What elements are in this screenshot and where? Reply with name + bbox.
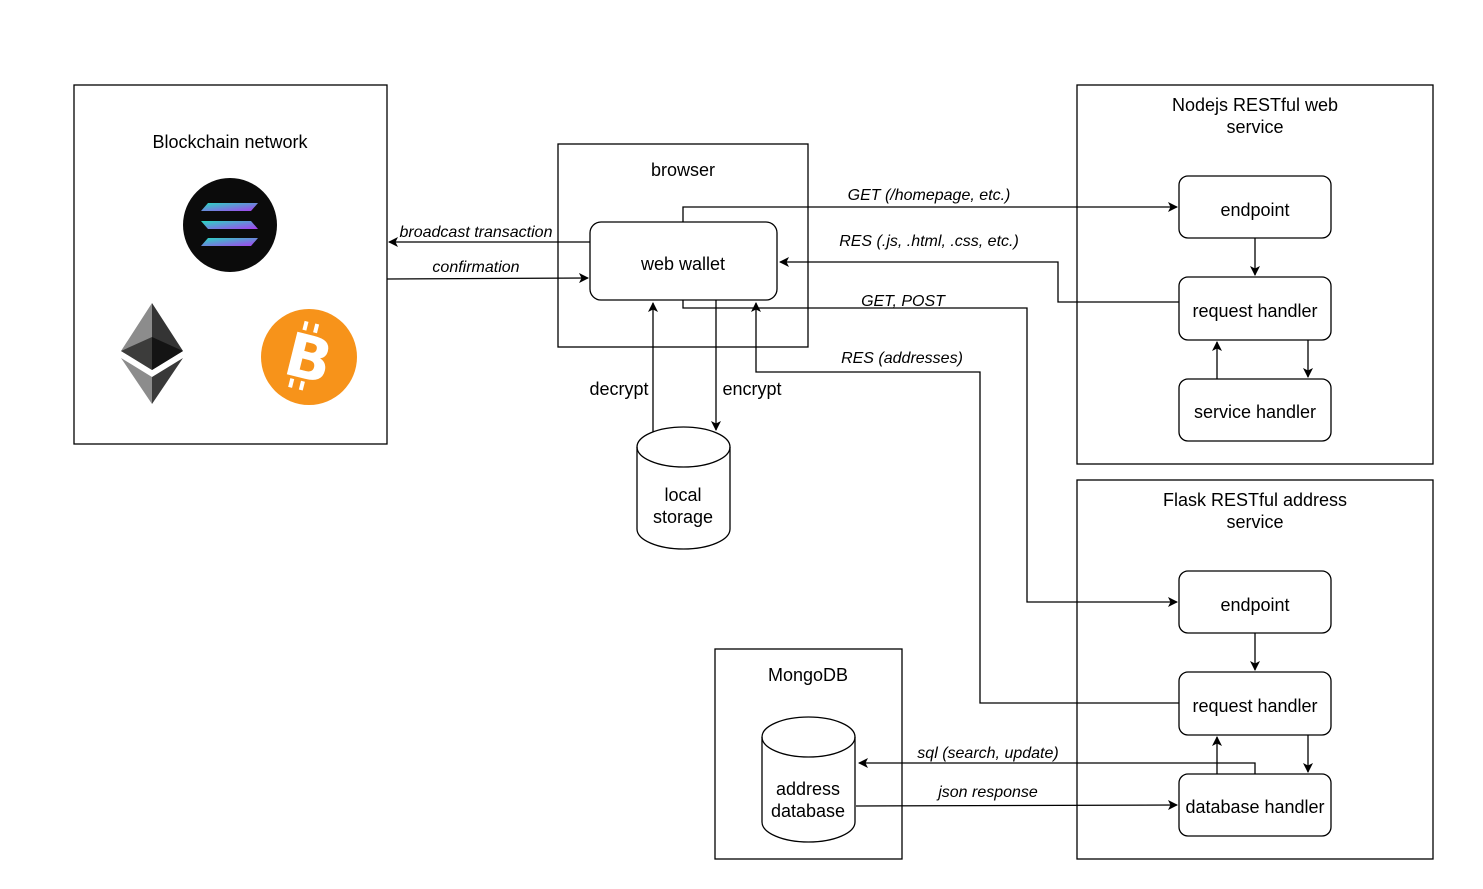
edge-label-decrypt: decrypt — [589, 379, 648, 399]
mongodb-title: MongoDB — [768, 665, 848, 685]
edge-get-homepage — [682, 202, 1178, 222]
web-wallet-label: web wallet — [640, 254, 725, 274]
edge-json-response — [855, 800, 1178, 811]
node-endpoint-node: endpoint — [1178, 175, 1332, 239]
edge-label-json-response: json response — [936, 784, 1038, 801]
web-wallet-node: web wallet — [589, 221, 778, 301]
nodejs-service-title-line2: service — [1226, 117, 1283, 137]
nodejs-service-title-line1: Nodejs RESTful web — [1172, 95, 1338, 115]
flask-database-handler-node: database handler — [1178, 773, 1332, 837]
local-storage-label-line1: local — [664, 485, 701, 505]
ethereum-icon — [121, 303, 183, 404]
edge-label-confirmation: confirmation — [432, 259, 519, 276]
flask-service-title-line1: Flask RESTful address — [1163, 490, 1347, 510]
edge-label-sql: sql (search, update) — [917, 745, 1058, 762]
flask-service-title-line2: service — [1226, 512, 1283, 532]
edge-label-get-homepage: GET (/homepage, etc.) — [848, 187, 1011, 204]
edge-confirmation — [386, 273, 589, 284]
local-storage-node: local storage — [636, 426, 731, 550]
local-storage-label-line2: storage — [653, 507, 713, 527]
flask-endpoint-label: endpoint — [1220, 595, 1289, 615]
node-service-handler-node: service handler — [1178, 378, 1332, 442]
edge-sql — [858, 758, 1256, 774]
node-service-handler-label: service handler — [1194, 402, 1316, 422]
edge-label-broadcast-transaction: broadcast transaction — [400, 224, 553, 241]
browser-title: browser — [651, 160, 715, 180]
edge-label-res-addresses: RES (addresses) — [841, 350, 963, 367]
edge-res-static — [779, 257, 1179, 303]
node-request-handler-node: request handler — [1178, 276, 1332, 341]
edge-res-addresses — [751, 302, 1179, 704]
solana-icon — [183, 178, 277, 272]
node-endpoint-label: endpoint — [1220, 200, 1289, 220]
address-database-label-line2: database — [771, 801, 845, 821]
flask-request-handler-label: request handler — [1192, 696, 1317, 716]
edge-label-get-post: GET, POST — [861, 293, 946, 310]
address-database-node: address database — [761, 716, 856, 843]
edge-get-post — [682, 300, 1178, 607]
node-request-handler-label: request handler — [1192, 301, 1317, 321]
bitcoin-icon: B — [261, 309, 357, 405]
flask-endpoint-node: endpoint — [1178, 570, 1332, 634]
flask-request-handler-node: request handler — [1178, 671, 1332, 736]
address-database-label-line1: address — [776, 779, 840, 799]
flask-database-handler-label: database handler — [1185, 797, 1324, 817]
blockchain-network-title: Blockchain network — [152, 132, 308, 152]
edge-label-res-static: RES (.js, .html, .css, etc.) — [839, 233, 1019, 250]
edge-label-encrypt: encrypt — [722, 379, 781, 399]
